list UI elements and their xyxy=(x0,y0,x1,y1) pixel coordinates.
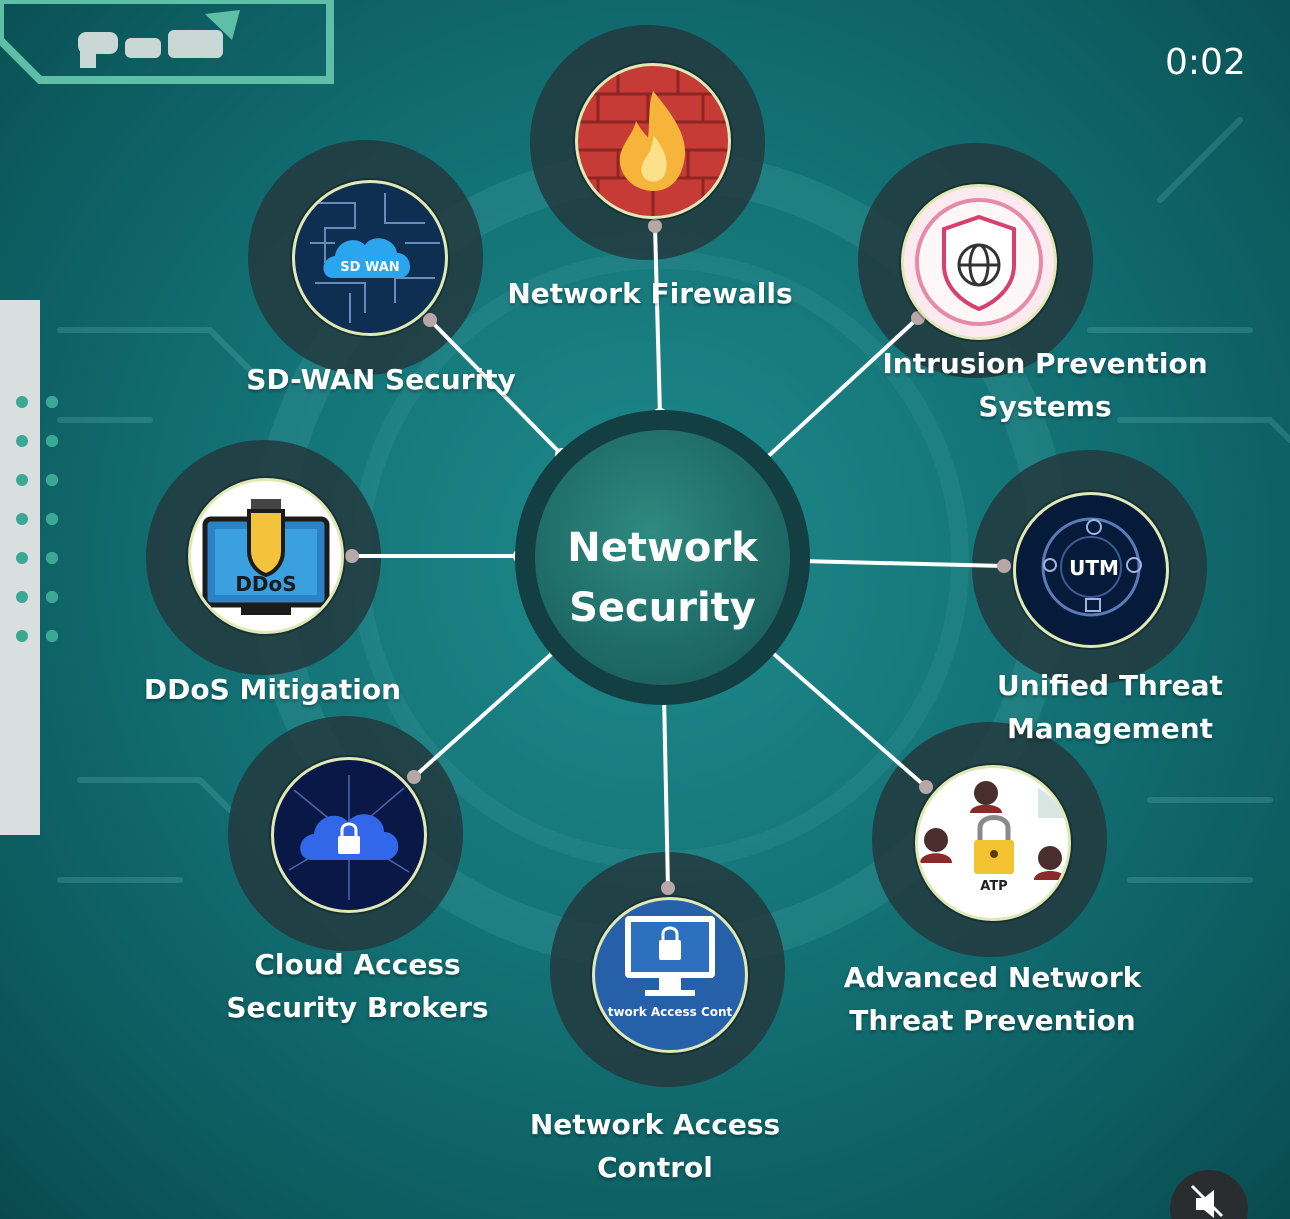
ddos-monitor-icon: DDoS xyxy=(188,478,344,634)
label-advanced-threat: Advanced Network Threat Prevention xyxy=(843,961,1142,1037)
sd-wan-text: SD WAN xyxy=(340,260,399,275)
atp-text: ATP xyxy=(980,879,1007,894)
sd-wan-cloud-icon: SD WAN xyxy=(292,180,448,336)
hub-inner: Network Security xyxy=(535,430,790,685)
logo-mark xyxy=(78,10,240,68)
speaker-muted-icon xyxy=(1190,1184,1224,1218)
label-unified-threat: Unified Threat Management xyxy=(997,669,1223,745)
shield-globe-icon xyxy=(901,184,1057,340)
label-network-firewalls: Network Firewalls xyxy=(507,277,793,310)
atp-padlock-icon: ATP xyxy=(915,765,1071,921)
utm-text: UTM xyxy=(1069,556,1119,580)
network-security-hub: Network Security xyxy=(515,410,810,705)
video-timer: 0:02 xyxy=(1165,42,1246,83)
nac-text: twork Access Cont xyxy=(608,1005,733,1019)
hub-title: Network Security xyxy=(567,525,758,631)
label-sd-wan-security: SD-WAN Security xyxy=(246,363,516,396)
label-cloud-access: Cloud Access Security Brokers xyxy=(226,948,489,1024)
label-ddos-mitigation: DDoS Mitigation xyxy=(143,673,402,706)
ddos-text: DDoS xyxy=(235,572,296,596)
firewall-icon xyxy=(575,63,731,219)
side-panel-strip xyxy=(0,300,40,835)
utm-icon: UTM xyxy=(1013,492,1169,648)
label-network-access: Network Access Control xyxy=(529,1108,781,1184)
mute-toggle-button[interactable] xyxy=(1170,1170,1248,1219)
nac-monitor-icon: twork Access Cont xyxy=(592,897,748,1053)
cloud-lock-icon xyxy=(271,757,427,913)
label-intrusion-prevention: Intrusion Prevention Systems xyxy=(882,347,1208,423)
